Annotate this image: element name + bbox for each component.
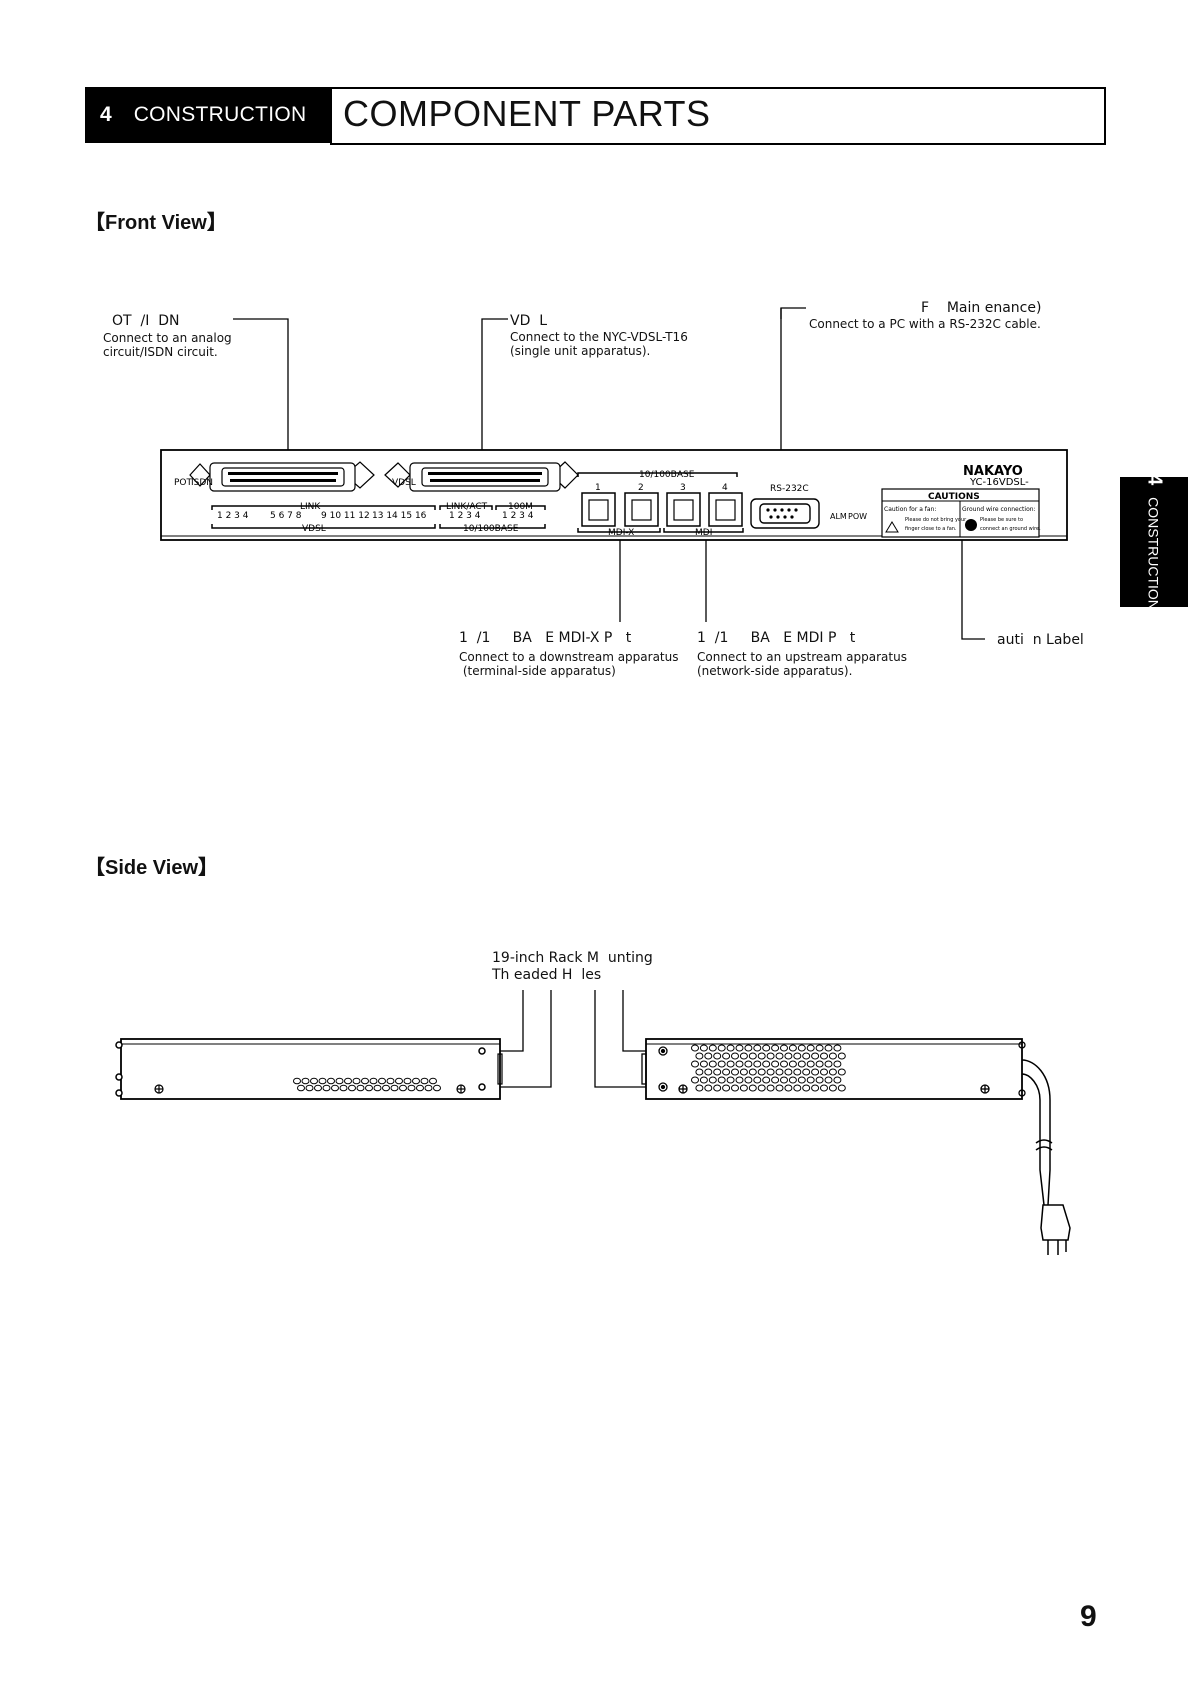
vdsl-text: VDSL xyxy=(392,478,416,488)
callout-mdix-label: 1 /1 BA E MDI-X P t xyxy=(459,630,632,646)
callout-maintenance-label: F Main enance) xyxy=(921,300,1042,316)
model-text: YC-16VDSL- xyxy=(969,477,1029,488)
caution-ground-title: Ground wire connection: xyxy=(962,506,1036,513)
power-cord xyxy=(1021,1059,1071,1255)
front-view-heading: 【Front View】 xyxy=(85,212,227,234)
side-chapter-tab: 4 CONSTRUCTION xyxy=(1120,474,1188,610)
rack-mount-label-line1: 19-inch Rack M unting xyxy=(492,950,653,966)
led-numbers-4: 13 14 15 16 xyxy=(372,511,427,521)
section-tab-header: 4 CONSTRUCTION xyxy=(85,87,330,143)
base-top-text: 10/100BASE xyxy=(639,470,695,480)
vdsl-under-text: VDSL xyxy=(302,524,326,534)
rs232c-port xyxy=(750,498,820,529)
link-act-text: LINK/ACT xyxy=(446,502,488,512)
100m-text: 100M xyxy=(508,502,533,512)
section-name: CONSTRUCTION xyxy=(133,103,307,126)
caution-ground-text1: Please be sure to xyxy=(980,517,1023,523)
led-numbers-1: 1 2 3 4 xyxy=(217,511,249,521)
vent-holes-right xyxy=(691,1044,846,1092)
port-number-2: 2 xyxy=(638,483,644,493)
warning-triangle-icon xyxy=(885,521,899,533)
mdix-text: MDI-X xyxy=(608,528,634,538)
callout-pot-isdn-desc: Connect to an analog circuit/ISDN circui… xyxy=(103,331,232,359)
pot-text: POT xyxy=(174,478,193,488)
pow-text: POW xyxy=(848,512,867,521)
led-numbers-5: 1 2 3 4 xyxy=(449,511,481,521)
port-number-4: 4 xyxy=(722,483,728,493)
led-numbers-6: 1 2 3 4 xyxy=(502,511,534,521)
ground-icon xyxy=(965,519,977,531)
isdn-text: ISDN xyxy=(191,478,213,488)
caution-fan-text2: finger close to a fan. xyxy=(905,526,957,532)
brand-logo-text: NAKAYO xyxy=(963,464,1023,479)
link-text: LINK xyxy=(300,502,321,512)
base-text: 10/100BASE xyxy=(463,524,519,534)
page-number: 9 xyxy=(1080,1600,1097,1633)
port-number-3: 3 xyxy=(680,483,686,493)
callout-caution-label: auti n Label xyxy=(997,632,1084,648)
callout-vdsl-label: VD L xyxy=(510,313,548,329)
caution-fan-title: Caution for a fan: xyxy=(884,506,936,513)
led-numbers-3: 9 10 11 12 xyxy=(321,511,370,521)
side-view-heading: 【Side View】 xyxy=(85,857,219,879)
alm-text: ALM xyxy=(830,512,847,521)
page-title: COMPONENT PARTS xyxy=(343,93,711,134)
callout-maintenance-desc: Connect to a PC with a RS-232C cable. xyxy=(809,317,1041,331)
section-number: 4 xyxy=(100,103,112,126)
mdi-text: MDI xyxy=(695,528,712,538)
title-box xyxy=(330,87,1106,145)
port-number-1: 1 xyxy=(595,483,601,493)
callout-mdix-desc: Connect to a downstream apparatus (termi… xyxy=(459,650,679,678)
callout-pot-isdn-label: OT /I DN xyxy=(112,313,180,329)
caution-fan-text1: Please do not bring your xyxy=(905,517,967,523)
rs232c-text: RS-232C xyxy=(770,484,809,494)
caution-ground-text2: connect an ground wire. xyxy=(980,526,1041,532)
led-numbers-2: 5 6 7 8 xyxy=(270,511,302,521)
callout-vdsl-desc: Connect to the NYC-VDSL-T16 (single unit… xyxy=(510,330,688,358)
cautions-title: CAUTIONS xyxy=(928,492,980,502)
rack-mount-label-line2: Th eaded H les xyxy=(492,967,602,983)
callout-mdi-desc: Connect to an upstream apparatus (networ… xyxy=(697,650,907,678)
callout-mdi-label: 1 /1 BA E MDI P t xyxy=(697,630,856,646)
vent-holes-left xyxy=(293,1077,441,1092)
